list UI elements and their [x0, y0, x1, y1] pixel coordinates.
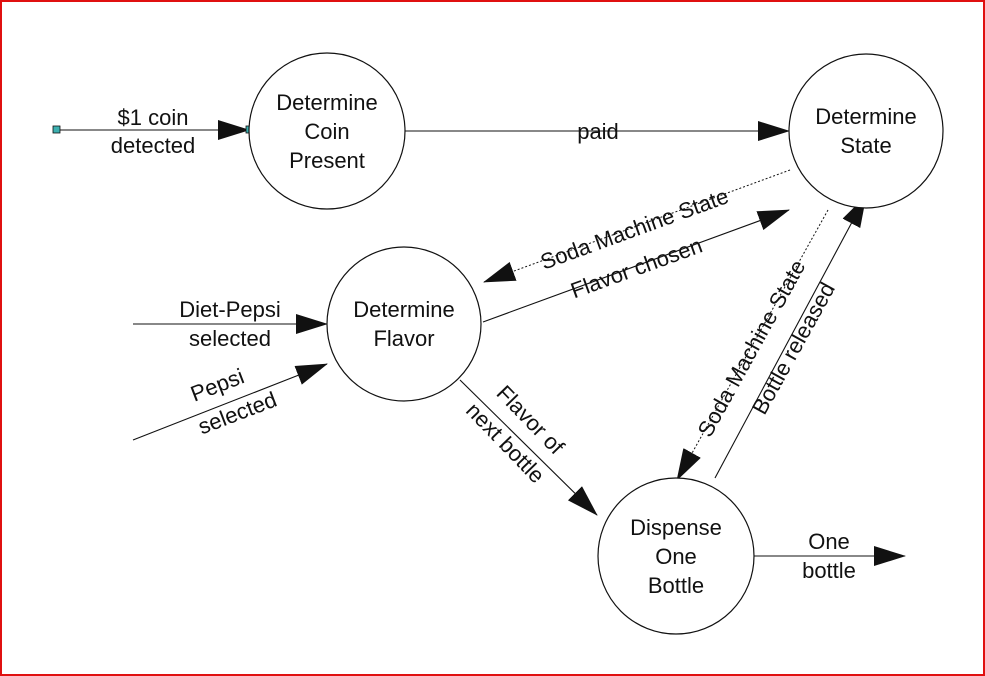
edge-bottle-released[interactable]: Bottle released [714, 195, 867, 479]
edge-handle[interactable] [52, 125, 61, 134]
node-determine-flavor[interactable]: Determine Flavor [326, 246, 482, 402]
node-determine-state[interactable]: Determine State [788, 53, 944, 209]
edge-one-bottle[interactable]: One bottle [754, 529, 906, 583]
edge-label: paid [577, 119, 619, 144]
edge-flavor-next-bottle[interactable]: Flavor of next bottle [459, 379, 598, 516]
node-label: Present [289, 148, 365, 173]
edge-label: Diet-Pepsi [179, 297, 280, 322]
node-label: Determine [276, 90, 377, 115]
node-label: Bottle [648, 573, 704, 598]
node-determine-coin-present[interactable]: Determine Coin Present [248, 52, 406, 210]
node-label: Dispense [630, 515, 722, 540]
edge-label: detected [111, 133, 195, 158]
edge-diet-pepsi[interactable]: Diet-Pepsi selected [133, 297, 328, 351]
edge-pepsi[interactable]: Pepsi selected [132, 363, 328, 441]
node-dispense-one-bottle[interactable]: Dispense One Bottle [597, 477, 755, 635]
edge-paid[interactable]: paid [405, 119, 790, 144]
edge-label: $1 coin [118, 105, 189, 130]
node-label: State [840, 133, 891, 158]
edge-label: bottle [802, 558, 856, 583]
node-label: One [655, 544, 697, 569]
node-label: Determine [353, 297, 454, 322]
node-label: Determine [815, 104, 916, 129]
edge-label: selected [189, 326, 271, 351]
node-label: Flavor [373, 326, 434, 351]
edge-coin-detected[interactable]: $1 coin detected [52, 105, 254, 158]
edge-label: One [808, 529, 850, 554]
node-label: Coin [304, 119, 349, 144]
